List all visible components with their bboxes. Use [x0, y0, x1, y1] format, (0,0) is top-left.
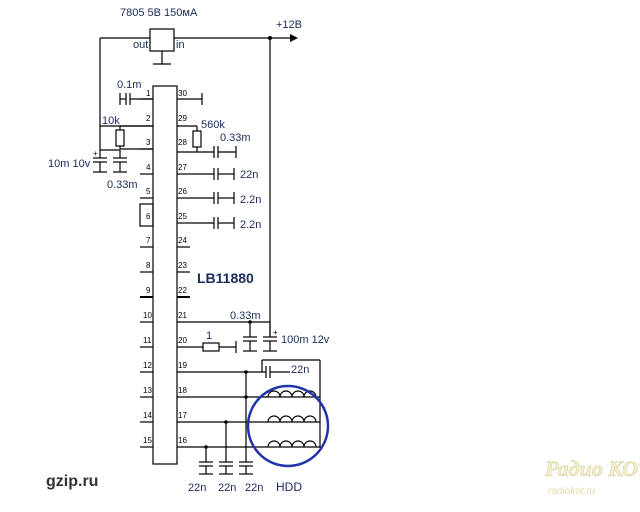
c-gnd1-label: 22n [188, 482, 206, 494]
c-bulk-label: 10m 10v [48, 158, 91, 170]
pin6-box [139, 203, 154, 227]
pin-number: 6 [146, 212, 151, 221]
r560k-body [192, 130, 202, 148]
watermark-gzip: gzip.ru [46, 473, 98, 490]
c25-label: 2.2n [240, 219, 261, 231]
motor-label: HDD [276, 480, 302, 494]
pin-number: 19 [178, 361, 187, 370]
gnd-caps [199, 395, 253, 475]
pin-number: 1 [146, 89, 151, 98]
r10k-label: 10k [102, 115, 120, 127]
r560k-label: 560k [201, 119, 225, 131]
pin-number: 30 [178, 89, 187, 98]
c-gnd2-label: 22n [218, 482, 236, 494]
pin-number: 27 [178, 163, 187, 172]
c100-label: 100m 12v [281, 334, 330, 346]
supply-arrow [290, 34, 298, 42]
pin-number: 4 [146, 163, 151, 172]
c-gnd3-label: 22n [245, 482, 263, 494]
pin-number: 5 [146, 187, 151, 196]
pin-number: 17 [178, 411, 187, 420]
pin-number: 21 [178, 311, 187, 320]
c01-label: 0.1m [117, 79, 141, 91]
regulator-in-label: in [176, 39, 185, 51]
pin-number: 24 [178, 236, 187, 245]
watermark-radiokot-logo: Радио КОТ [544, 456, 640, 481]
pin-number: 3 [146, 138, 151, 147]
pin-number: 10 [143, 311, 152, 320]
motor-coils [267, 390, 317, 448]
pin-number: 12 [143, 361, 152, 370]
r1-body [202, 342, 220, 352]
c26-label: 2.2n [240, 194, 261, 206]
pin-number: 28 [178, 138, 187, 147]
r1-label: 1 [206, 330, 212, 342]
watermark-radiokot-url: radiokot.ru [548, 486, 596, 497]
pin-number: 20 [178, 336, 187, 345]
pins-left-group: 1 2 3 4 5 6 7 8 9 10 11 12 13 14 15 [143, 89, 152, 445]
c27-label: 22n [240, 169, 258, 181]
pin-number: 14 [143, 411, 152, 420]
supply-label: +12В [276, 19, 302, 31]
pin-lines-right [177, 173, 190, 273]
pin-number: 15 [143, 436, 152, 445]
c21-label: 0.33m [230, 310, 261, 322]
chip-name: LB11880 [197, 270, 254, 286]
motor-circle [246, 384, 330, 468]
r10k-body [115, 129, 125, 147]
c100-plus: + [273, 328, 278, 337]
c19-label: 22n [291, 364, 309, 376]
c033-label: 0.33m [220, 132, 251, 144]
pin-number: 22 [178, 286, 187, 295]
pins-right-group: 30 29 28 27 26 25 24 23 22 21 20 19 18 1… [178, 89, 187, 445]
pin-number: 25 [178, 212, 187, 221]
pin-number: 29 [178, 114, 187, 123]
pin-number: 16 [178, 436, 187, 445]
pin-number: 11 [143, 336, 152, 345]
pin-number: 18 [178, 386, 187, 395]
pin-number: 2 [146, 114, 151, 123]
c-bulk-plus: + [93, 149, 98, 158]
regulator-label: 7805 5В 150мА [120, 7, 198, 19]
pin-number: 9 [146, 286, 151, 295]
c-ceramic-label: 0.33m [107, 179, 138, 191]
chip-body [152, 85, 178, 465]
pin-number: 23 [178, 261, 187, 270]
pin-number: 8 [146, 261, 151, 270]
regulator-out-label: out [133, 39, 148, 51]
pin-number: 26 [178, 187, 187, 196]
pin-number: 7 [146, 236, 151, 245]
regulator-body [149, 28, 175, 52]
pin-number: 13 [143, 386, 152, 395]
